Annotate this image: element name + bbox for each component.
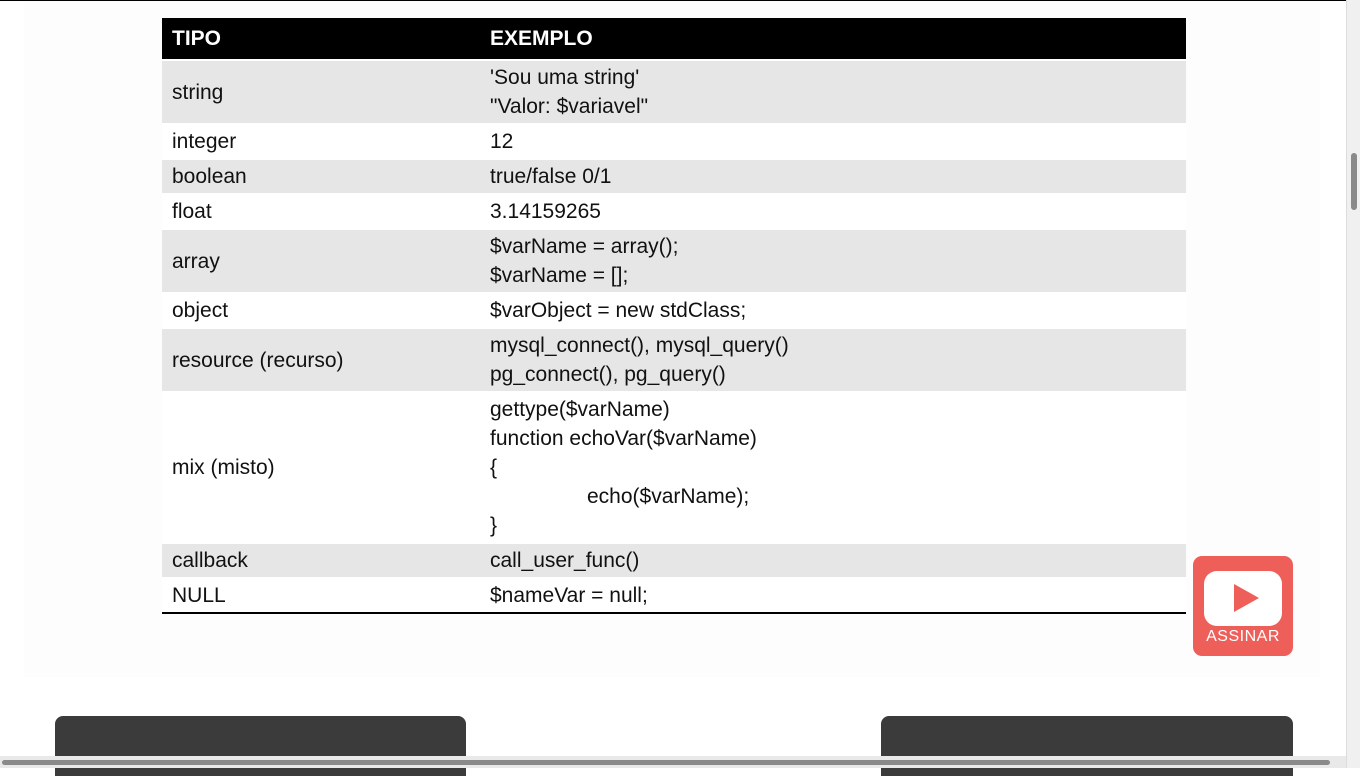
example-cell: mysql_connect(), mysql_query() pg_connec… [480,327,1186,392]
example-cell: true/false 0/1 [480,158,1186,194]
example-cell: $nameVar = null; [480,577,1186,614]
example-cell: 'Sou uma string' "Valor: $variavel" [480,59,1186,124]
example-line: echo($varName); [587,485,750,508]
table-row: resource (recurso) mysql_connect(), mysq… [162,327,1186,392]
example-line: "Valor: $variavel" [490,95,649,118]
example-line: mysql_connect(), mysql_query() [490,334,789,357]
table-row: NULL $nameVar = null; [162,577,1186,614]
example-line: 'Sou uma string' [490,66,640,89]
type-cell: mix (misto) [162,391,480,543]
php-types-table: TIPO EXEMPLO string 'Sou uma string' "Va… [162,18,1186,614]
example-line: 3.14159265 [490,200,601,223]
table-row: boolean true/false 0/1 [162,158,1186,194]
type-cell: resource (recurso) [162,327,480,392]
type-cell: integer [162,123,480,159]
table-row: string 'Sou uma string' "Valor: $variave… [162,59,1186,124]
type-cell: float [162,193,480,229]
type-cell: NULL [162,577,480,614]
header-type: TIPO [162,18,480,60]
table-header-row: TIPO EXEMPLO [162,18,1186,60]
vertical-scrollbar-thumb[interactable] [1351,153,1357,210]
top-border [0,0,1346,1]
table-row: callback call_user_func() [162,542,1186,578]
example-cell: 12 [480,123,1186,159]
subscribe-label: ASSINAR [1206,628,1280,645]
subscribe-button[interactable]: ASSINAR [1193,556,1293,656]
example-line: function echoVar($varName) [490,427,757,450]
table-row: array $varName = array(); $varName = []; [162,228,1186,293]
example-cell: 3.14159265 [480,193,1186,229]
example-line: $varName = []; [490,264,629,287]
example-line: true/false 0/1 [490,165,612,188]
type-cell: object [162,292,480,328]
example-cell: $varObject = new stdClass; [480,292,1186,328]
example-line: call_user_func() [490,549,640,572]
example-line: gettype($varName) [490,398,670,421]
example-cell: $varName = array(); $varName = []; [480,228,1186,293]
youtube-play-icon [1204,571,1282,626]
example-cell: call_user_func() [480,542,1186,578]
type-cell: boolean [162,158,480,194]
type-cell: callback [162,542,480,578]
play-triangle [1234,584,1259,612]
type-cell: string [162,59,480,124]
example-line: $nameVar = null; [490,584,648,607]
example-line: pg_connect(), pg_query() [490,363,726,386]
table-row: object $varObject = new stdClass; [162,292,1186,328]
example-line: { [490,456,498,479]
table-row: mix (misto) gettype($varName) function e… [162,391,1186,543]
header-example: EXEMPLO [480,18,1186,60]
example-line: $varName = array(); [490,235,679,258]
table-row: float 3.14159265 [162,193,1186,229]
type-cell: array [162,228,480,293]
example-line: 12 [490,130,514,153]
example-line: } [490,514,498,537]
horizontal-scrollbar-thumb[interactable] [2,760,1330,765]
example-line: $varObject = new stdClass; [490,299,747,322]
example-cell: gettype($varName) function echoVar($varN… [480,391,1186,543]
vertical-scrollbar-track[interactable] [1346,0,1360,768]
table-row: integer 12 [162,123,1186,159]
